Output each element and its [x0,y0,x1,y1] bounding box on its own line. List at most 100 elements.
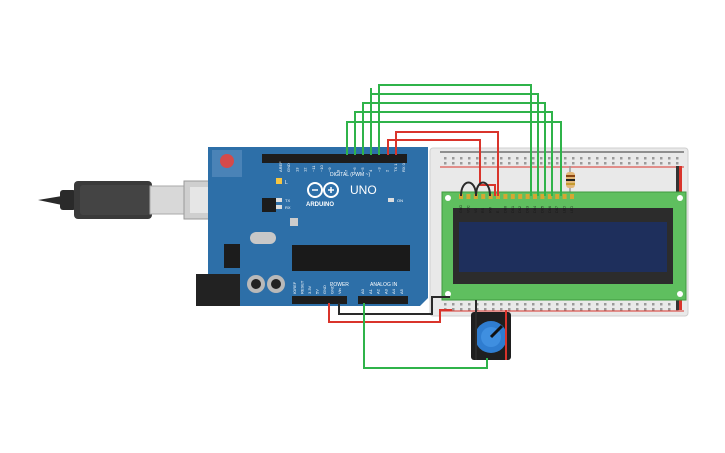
lcd-pin-label: DB6 [548,206,552,213]
wire-d11-e [354,111,553,196]
digital-pin-label: 2 [385,169,390,172]
lcd-pin-label: VCC [466,205,470,213]
lcd-pin-label: DB1 [511,206,515,213]
lcd-pin[interactable] [466,194,471,199]
led-on-label: ON [397,198,403,203]
digital-pin-label: GND [286,163,291,172]
analog-header-label: ANALOG IN [370,282,398,288]
led-l-indicator [276,178,282,184]
digital-header[interactable] [262,154,407,163]
power-pin-label: 5V [315,289,320,294]
wire-lcd-vcc-loop [475,181,491,197]
power-pin-label: GND [330,285,335,294]
lcd-screen [459,222,667,272]
digital-header-label: DIGITAL (PWM ~) [330,172,370,178]
lcd-pin[interactable] [481,194,486,199]
potentiometer[interactable] [471,312,511,360]
digital-pin-label: 8 [335,169,340,172]
digital-pin-label: ~10 [319,164,324,172]
power-header[interactable] [292,296,347,304]
lcd-pin[interactable] [525,194,530,199]
wire-d3-db6 [378,84,532,196]
digital-pin-label: 12 [303,167,308,172]
wire-5v-lcd-vcc [387,139,496,196]
lcd-pin[interactable] [518,194,523,199]
analog-pin-label: A4 [391,288,396,294]
power-pin-label: GND [322,285,327,294]
digital-pin-label: ~5 [360,167,365,172]
lcd-pin[interactable] [459,194,463,199]
wire-rw-gnd [395,131,499,196]
wires[interactable] [328,84,562,369]
power-pin-label: IOREF [292,281,297,294]
led-tx-label: TX [285,198,290,203]
resistor[interactable] [566,166,575,196]
digital-pin-label: ~3 [376,167,381,172]
lcd-pin[interactable] [473,194,478,199]
lcd-pin-label: DB0 [503,206,507,213]
digital-pin-label: ~6 [352,167,357,172]
lcd-pin[interactable] [570,194,574,199]
analog-pin-label: A2 [376,288,381,294]
wire-5v-rail [328,303,452,323]
lcd-pin-label: RW [489,206,493,213]
digital-pin-label: 4 [368,169,373,172]
wire-d5-db4 [362,102,546,196]
power-header-label: POWER [330,282,349,288]
lcd-pin-header[interactable] [459,194,574,199]
digital-pin-label: RX 0 [401,162,406,172]
lcd-pin-label: LED [563,206,567,213]
led-rx-label: RX [285,205,291,210]
lcd-pin[interactable] [488,194,493,199]
arduino-brand-label: ARDUINO [306,202,334,208]
arduino-uno-board[interactable]: ARDUINO UNO DIGITAL (PWM ~) POWER ANALOG… [196,147,428,306]
lcd-pin-label: LED [570,206,574,213]
analog-pin-label: A1 [368,288,373,294]
lcd-pin-label: DB4 [533,206,537,213]
lcd-pin-label: DB2 [518,206,522,213]
lcd-pin[interactable] [503,194,508,199]
arduino-model-label: UNO [350,183,377,197]
analog-pin-label: A3 [383,288,388,294]
lcd-pin-label: DB5 [540,206,544,213]
power-pin-label: 3.3V [307,285,312,294]
led-l-label: L [285,180,288,186]
lcd-pin[interactable] [562,194,567,199]
power-pin-label: Vin [337,288,342,294]
lcd-pin[interactable] [496,194,500,199]
digital-pin-label: ~9 [327,167,332,172]
lcd-pin[interactable] [555,194,560,199]
digital-pin-label: 7 [344,169,349,172]
atmega-chip [292,245,410,271]
digital-pin-label: AREF [278,161,283,172]
wire-gnd-rail [338,296,450,315]
digital-pin-label: ~11 [311,165,316,172]
digital-pin-label: TX 1 [393,163,398,172]
lcd-pin-label: DB7 [555,206,559,213]
analog-pin-label: A5 [399,288,404,294]
lcd-pin-label: DB3 [526,206,530,213]
wire-a0-pot [363,303,488,369]
wire-d12-rs [346,121,562,196]
arduino-logo [307,182,339,198]
lcd-pin-label: V0 [474,209,478,213]
lcd-pin[interactable] [547,194,552,199]
power-pin-label: RESET [300,280,305,294]
analog-header[interactable] [358,296,408,304]
lcd-pin-label: E [496,210,500,213]
lcd-pin[interactable] [533,194,537,199]
lcd-pin-label: GND [459,205,463,213]
reset-button[interactable] [220,154,234,168]
lcd-pin[interactable] [510,194,515,199]
digital-pin-label: 13 [294,167,299,172]
lcd-pin-label: RS [481,207,485,213]
analog-pin-label: A0 [360,288,365,294]
lcd-pin[interactable] [540,194,545,199]
power-jack [196,274,240,306]
